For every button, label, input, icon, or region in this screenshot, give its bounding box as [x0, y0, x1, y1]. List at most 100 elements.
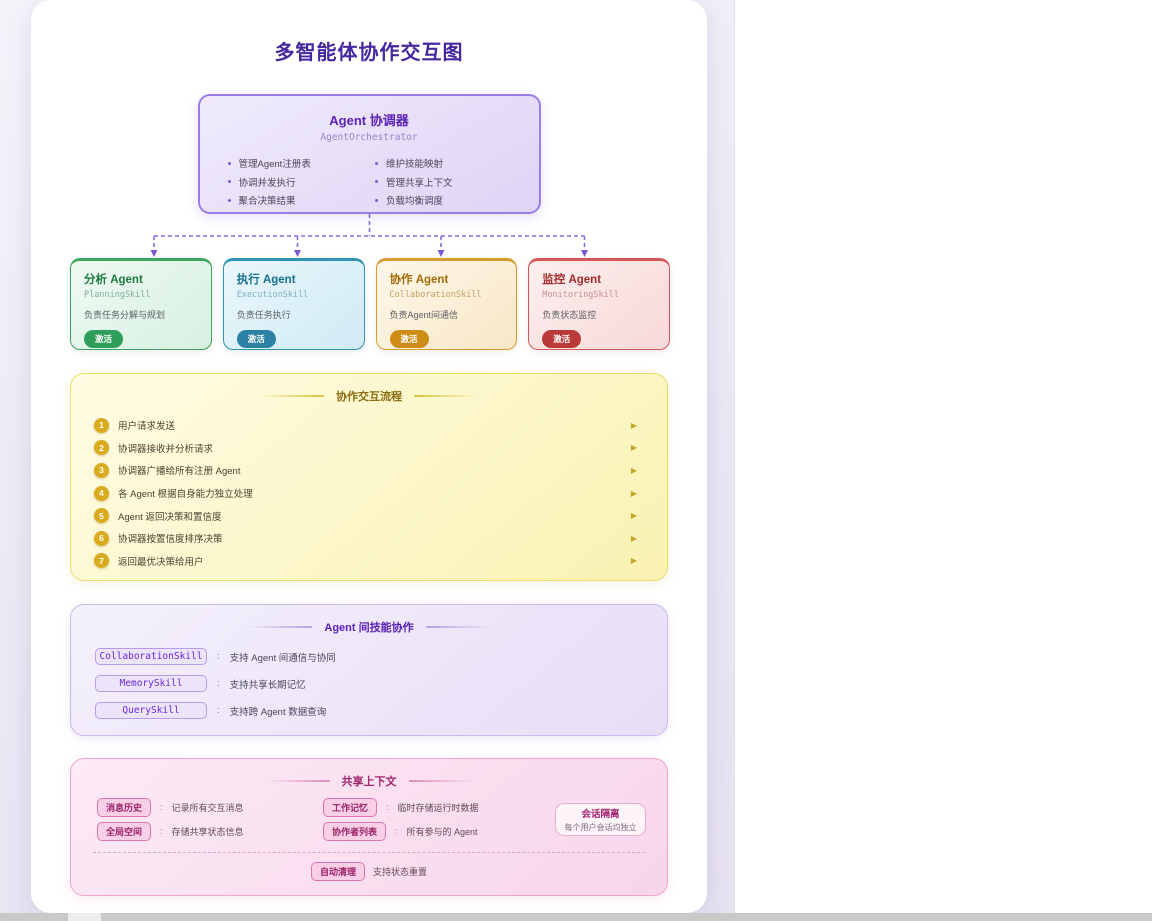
agent-status-badge: 激活: [84, 330, 124, 348]
session-card-subtitle: 每个用户会话均独立: [564, 823, 637, 832]
agent-skill-name: CollaborationSkill: [389, 290, 482, 300]
skill-rows: CollaborationSkill : 支持 Agent 间通信与协同 Mem…: [71, 648, 667, 719]
separator: :: [160, 802, 163, 812]
context-section: 共享上下文 消息历史 : 记录所有交互消息 工作记忆 : 临时存储运行时数据: [70, 758, 668, 896]
step-text: 用户请求发送: [118, 421, 176, 433]
skill-description: 支持 Agent 间通信与协同: [229, 652, 336, 664]
flow-step: 5 Agent 返回决策和置信度 ▶: [94, 504, 637, 527]
flow-step: 4 各 Agent 根据自身能力独立处理 ▶: [94, 482, 637, 505]
bullet-dot-icon: [227, 161, 231, 165]
step-text: 协调器按置信度排序决策: [118, 534, 223, 546]
agent-description: 负责状态监控: [542, 310, 597, 320]
agent-name: 协作 Agent: [389, 274, 449, 286]
artifact-preview-background: 多智能体协作交互图 Agent 协调器 AgentOrchestrator 管理…: [0, 0, 735, 913]
orchestrator-bullet: 负载均衡调度: [375, 191, 523, 210]
context-tag: 工作记忆: [323, 797, 378, 817]
agent-status-badge: 激活: [389, 330, 429, 348]
agent-name: 执行 Agent: [236, 274, 296, 286]
skill-pill: MemorySkill: [95, 675, 207, 692]
step-number-badge: 5: [94, 508, 109, 524]
agent-skill-name: PlanningSkill: [84, 290, 151, 300]
context-description: 记录所有交互消息: [171, 802, 244, 813]
step-number-badge: 6: [94, 530, 109, 546]
separator: :: [217, 678, 220, 689]
auto-clean-description: 支持状态重置: [373, 867, 428, 877]
session-isolation-card: 会话隔离 每个用户会话均独立: [555, 803, 646, 836]
horizontal-scrollbar-thumb[interactable]: [68, 913, 101, 921]
flow-step: 1 用户请求发送 ▶: [94, 414, 637, 437]
skill-row: CollaborationSkill : 支持 Agent 间通信与协同: [95, 648, 667, 665]
dashed-divider: [93, 852, 645, 853]
bullet-dot-icon: [375, 161, 378, 165]
agent-description: 负责任务执行: [236, 310, 291, 320]
step-text: 协调器接收并分析请求: [118, 443, 214, 455]
orchestrator-bullet: 管理Agent注册表: [227, 154, 376, 173]
flow-section: 协作交互流程 1 用户请求发送 ▶ 2 协调器接收并分析请求 ▶: [70, 373, 668, 581]
agent-card: 监控 Agent MonitoringSkill 负责状态监控 激活: [528, 258, 670, 350]
orchestrator-class-name: AgentOrchestrator: [320, 132, 418, 143]
step-arrow-icon: ▶: [630, 556, 637, 566]
flow-step: 7 返回最优决策给用户 ▶: [94, 550, 637, 573]
skills-section-title: Agent 间技能协作: [71, 619, 667, 635]
context-tag: 全局空间: [97, 821, 152, 841]
skill-pill: CollaborationSkill: [95, 648, 207, 665]
flow-section-title: 协作交互流程: [71, 388, 667, 404]
step-text: 返回最优决策给用户: [118, 556, 204, 568]
agent-skill-name: ExecutionSkill: [236, 290, 309, 300]
orchestrator-bullets-right: 维护技能映射 管理共享上下文 负载均衡调度: [375, 154, 523, 210]
agent-skill-name: MonitoringSkill: [542, 290, 620, 300]
step-arrow-icon: ▶: [630, 488, 637, 498]
step-arrow-icon: ▶: [630, 443, 637, 453]
step-number-badge: 2: [94, 440, 109, 456]
step-arrow-icon: ▶: [630, 533, 637, 543]
step-number-badge: 7: [94, 553, 109, 569]
skill-row: QuerySkill : 支持跨 Agent 数据查询: [95, 702, 667, 719]
orchestrator-bullet: 维护技能映射: [375, 154, 523, 173]
skill-row: MemorySkill : 支持共享长期记忆: [95, 675, 667, 692]
separator: :: [160, 826, 163, 836]
separator: :: [395, 826, 398, 836]
agent-name: 监控 Agent: [542, 274, 602, 286]
bullet-dot-icon: [375, 198, 378, 202]
flow-step: 6 协调器按置信度排序决策 ▶: [94, 527, 637, 550]
bullet-dot-icon: [375, 180, 378, 184]
step-text: 协调器广播给所有注册 Agent: [118, 466, 241, 478]
context-item: 协作者列表 : 所有参与的 Agent: [323, 821, 517, 841]
context-description: 所有参与的 Agent: [406, 826, 478, 837]
horizontal-scrollbar-track[interactable]: [0, 913, 1152, 921]
orchestrator-bullets-left: 管理Agent注册表 协调并发执行 聚合决策结果: [227, 154, 376, 210]
orchestrator-bullet: 聚合决策结果: [227, 191, 376, 210]
agent-card: 执行 Agent ExecutionSkill 负责任务执行 激活: [222, 258, 365, 350]
orchestrator-bullet: 管理共享上下文: [375, 173, 523, 192]
separator: :: [217, 705, 220, 716]
skill-description: 支持跨 Agent 数据查询: [229, 706, 327, 718]
agent-status-badge: 激活: [542, 330, 582, 348]
step-number-badge: 4: [94, 485, 109, 501]
context-footer: 自动清理 支持状态重置: [71, 862, 667, 881]
step-number-badge: 1: [94, 417, 109, 433]
separator: :: [217, 651, 220, 662]
diagram-page: 多智能体协作交互图 Agent 协调器 AgentOrchestrator 管理…: [31, 0, 707, 913]
orchestrator-title: Agent 协调器: [329, 113, 409, 128]
agent-status-badge: 激活: [236, 330, 276, 348]
session-card-title: 会话隔离: [581, 809, 620, 820]
context-section-title: 共享上下文: [71, 773, 667, 789]
agent-name: 分析 Agent: [84, 274, 143, 286]
context-description: 临时存储运行时数据: [397, 802, 479, 813]
agent-card: 协作 Agent CollaborationSkill 负责Agent间通信 激…: [375, 258, 518, 350]
step-number-badge: 3: [94, 462, 109, 478]
step-arrow-icon: ▶: [630, 420, 637, 430]
agent-cards-row: 分析 Agent PlanningSkill 负责任务分解与规划 激活 执行 A…: [70, 258, 670, 350]
context-description: 存储共享状态信息: [171, 826, 244, 837]
step-arrow-icon: ▶: [630, 465, 637, 475]
step-arrow-icon: ▶: [630, 511, 637, 521]
context-tag: 消息历史: [97, 797, 152, 817]
flow-step: 2 协调器接收并分析请求 ▶: [94, 437, 637, 460]
bullet-dot-icon: [227, 180, 231, 184]
flow-step: 3 协调器广播给所有注册 Agent ▶: [94, 459, 637, 482]
context-tag: 协作者列表: [323, 821, 387, 841]
step-text: 各 Agent 根据自身能力独立处理: [118, 489, 253, 501]
bullet-dot-icon: [227, 198, 231, 202]
orchestrator-bullet: 协调并发执行: [227, 173, 376, 192]
agent-description: 负责任务分解与规划: [84, 310, 166, 320]
